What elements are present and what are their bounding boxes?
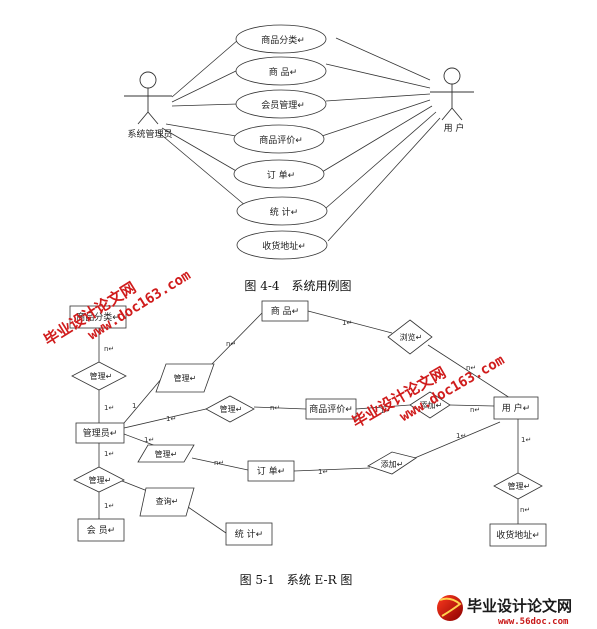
- card-admin-product: 1: [132, 402, 136, 410]
- er-relations: [71, 319, 543, 517]
- card-order-add: 1↵: [318, 468, 328, 476]
- relation-manage-address: 管理↵: [508, 481, 531, 491]
- entity-admin: 管理员↵: [83, 427, 118, 439]
- logo-site-name: 毕业设计论文网: [467, 597, 572, 615]
- watermark-right: 毕业设计论文网 www.doc163.com: [349, 352, 507, 431]
- use-case-category: 商品分类↵: [261, 34, 305, 46]
- use-case-address: 收货地址↵: [262, 240, 306, 252]
- er-caption: 图 5-1 系统 E-R 图: [240, 573, 353, 587]
- card-add-user: n↵: [470, 406, 480, 414]
- watermark-left: 毕业设计论文网 www.doc163.com: [41, 267, 194, 349]
- card-browse-user: n↵: [466, 364, 476, 372]
- card-user-address: 1↵: [521, 436, 531, 444]
- relation-manage-product: 管理↵: [174, 373, 197, 383]
- er-connectors: [98, 310, 519, 534]
- entity-review: 商品评价↵: [309, 403, 353, 415]
- use-case-ellipses: [233, 24, 328, 260]
- user-actor: [430, 67, 474, 121]
- er-entities: [69, 300, 547, 547]
- card-review-add: 1↵: [380, 407, 390, 415]
- card-admin-member: 1↵: [104, 450, 114, 458]
- entity-product: 商 品↵: [271, 305, 299, 317]
- use-case-diagram: [157, 37, 441, 242]
- relation-add-order: 添加↵: [381, 459, 404, 469]
- relation-manage-member: 管理↵: [89, 475, 112, 485]
- use-case-member: 会员管理↵: [261, 99, 305, 111]
- relation-query: 查询↵: [156, 496, 179, 506]
- entity-category: 商品分类↵: [76, 311, 120, 323]
- use-case-order: 订 单↵: [267, 169, 295, 181]
- admin-actor-label: 系统管理员: [127, 128, 172, 140]
- card-address: n↵: [520, 506, 530, 514]
- card-order-admin: n↵: [214, 459, 224, 467]
- card-product-admin: n↵: [226, 340, 236, 348]
- logo-url: www.56doc.com: [498, 617, 569, 627]
- relation-manage-review: 管理↵: [220, 404, 243, 414]
- entity-user: 用 户↵: [502, 402, 530, 414]
- use-case-caption: 图 4-4 系统用例图: [244, 279, 351, 293]
- relation-add-review: 添加↵: [420, 400, 443, 410]
- card-category: n↵: [104, 345, 114, 353]
- card-review-admin: n↵: [270, 404, 280, 412]
- card-user-order: 1↵: [456, 432, 466, 440]
- card-product-browse: 1↵: [342, 319, 352, 327]
- relation-browse: 浏览↵: [400, 332, 423, 342]
- use-case-review: 商品评价↵: [259, 134, 303, 146]
- card-admin-category: 1↵: [104, 404, 114, 412]
- admin-actor: [124, 71, 172, 125]
- entity-order: 订 单↵: [257, 465, 285, 477]
- entity-stats: 统 计↵: [235, 528, 263, 540]
- site-logo: 毕业设计论文网 www.56doc.com: [437, 595, 572, 627]
- use-case-stats: 统 计↵: [270, 206, 298, 218]
- card-member: 1↵: [104, 502, 114, 510]
- entity-address: 收货地址↵: [496, 529, 540, 541]
- use-case-product: 商 品↵: [269, 66, 297, 78]
- card-admin-review: 1↵: [166, 415, 176, 423]
- entity-member: 会 员↵: [87, 524, 115, 536]
- card-admin-order: 1↵: [144, 436, 154, 444]
- relation-manage-order: 管理↵: [155, 449, 178, 459]
- user-actor-label: 用 户: [444, 122, 465, 134]
- relation-manage-category: 管理↵: [90, 371, 113, 381]
